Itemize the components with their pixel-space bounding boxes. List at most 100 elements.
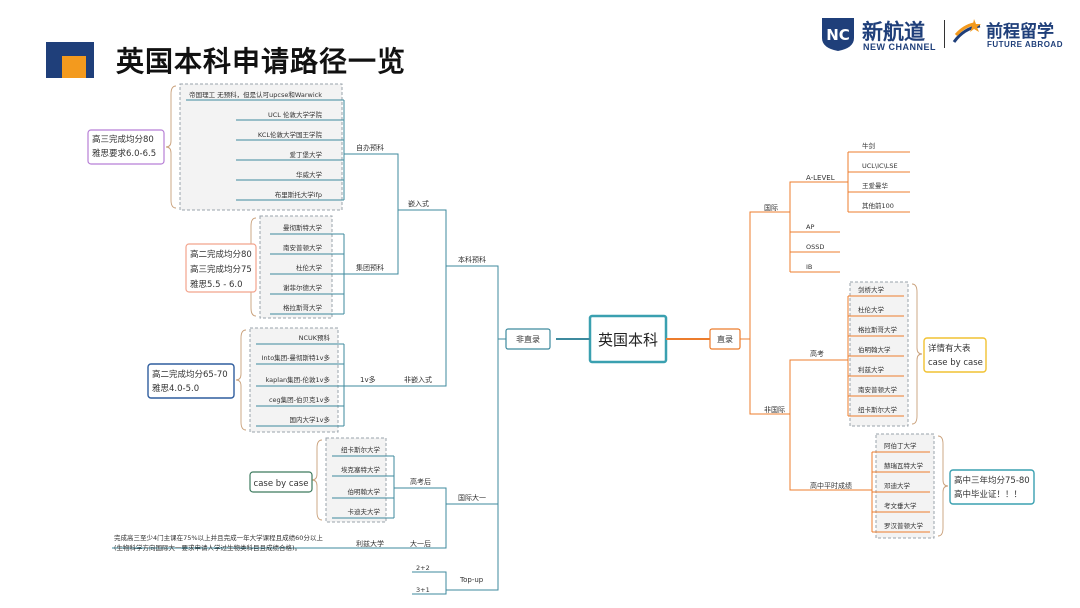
group-note-line: 高二完成均分80 [190, 249, 252, 260]
center-node-label: 英国本科 [598, 331, 658, 349]
other-curriculum-label: AP [806, 223, 814, 231]
group-uni-label: 格拉斯哥大学 [283, 303, 323, 312]
link-after-gaokao [402, 487, 447, 504]
non-intl-label: 非国际 [764, 405, 785, 414]
self-run-uni-label: 爱丁堡大学 [290, 150, 323, 159]
self-run-brace [165, 85, 177, 209]
non-embedded-dashed-box [249, 327, 339, 433]
hs-note-box [949, 469, 1035, 505]
self-run-uni-label: 华威大学 [296, 170, 323, 179]
link-intl-year1 [446, 339, 499, 505]
topup-label: Top-up [459, 576, 484, 584]
link-self-run [350, 153, 399, 210]
logo-divider [944, 20, 945, 48]
non-embedded-uni-label: 国内大学1v多 [290, 415, 331, 424]
link-group [350, 210, 399, 275]
gaokao-right-uni-label: 利兹大学 [858, 365, 885, 374]
hs-note-line: 高中毕业证！！！ [954, 489, 1022, 500]
link-intl [740, 211, 790, 340]
link-topup [446, 339, 499, 591]
self-run-uni-label: UCL 伦敦大学学院 [268, 110, 322, 119]
gaokao-note-text: case by case [254, 479, 309, 489]
alevel-uni-label: 其他前100 [862, 201, 894, 210]
logo-secondary-cn: 前程留学 [986, 22, 1054, 42]
non-embedded-spine [343, 344, 352, 426]
link-3plus1 [412, 590, 447, 595]
gaokao-right-uni-label: 杜伦大学 [858, 305, 885, 314]
hs-grades-label: 高中平时成绩 [810, 481, 852, 490]
gaokao-right-dashed-box [849, 281, 909, 427]
self-run-note-box [87, 129, 165, 165]
foundation-label: 本科预科 [458, 255, 486, 264]
gaokao-right-uni-label: 伯明翰大学 [858, 345, 891, 354]
group-dashed-box [259, 215, 333, 319]
self-run-note-line: 雅思要求6.0-6.5 [92, 148, 156, 159]
shield-logo-icon: NC [822, 18, 854, 51]
year1-note-line: (生物科学方向国际大一要求申请人学过生物类科目且成绩合格)。 [114, 543, 301, 552]
hs-uni-label: 赫瑞瓦特大学 [884, 461, 924, 470]
gaokao-right-uni-label: 南安普顿大学 [858, 385, 898, 394]
link-non-intl [749, 339, 790, 415]
intl-label: 国际 [764, 203, 778, 212]
non-embedded-uni-label: kaplan集团-伦敦1v多 [266, 375, 331, 384]
non-embedded-label: 非嵌入式 [404, 375, 432, 384]
gaokao-right-label: 高考 [810, 349, 824, 358]
alevel-uni-label: 牛剑 [862, 141, 875, 150]
one-v-many-label: 1v多 [360, 375, 376, 384]
title-accent-block-orange [62, 56, 86, 78]
hs-uni-label: 邓迪大学 [884, 481, 911, 490]
gaokao-spine [393, 456, 402, 518]
gaokao-dashed-box [325, 437, 387, 523]
gaokao-uni-label: 卡迪夫大学 [348, 507, 381, 516]
intl-year1-label: 国际大一 [458, 493, 486, 502]
non-embedded-note-line: 高二完成均分65-70 [152, 369, 228, 380]
logo-primary-cn: 新航道 [862, 20, 925, 44]
topup-option-label: 2+2 [416, 564, 430, 572]
logo-primary-en: NEW CHANNEL [863, 42, 936, 52]
link-non-embedded [398, 266, 447, 387]
gaokao-right-note-box [923, 337, 987, 373]
gaokao-right-uni-label: 格拉斯哥大学 [858, 325, 898, 334]
group-label: 集团预科 [356, 263, 384, 272]
year1-note-line: 完成高三至少4门主课在75%以上并且完成一年大学课程且成绩60分以上 [114, 533, 323, 542]
gaokao-right-uni-label: 纽卡斯尔大学 [858, 405, 898, 414]
gaokao-brace [311, 439, 323, 521]
link-foundation [446, 265, 506, 340]
group-uni-label: 杜伦大学 [296, 263, 323, 272]
gaokao-note-box [249, 471, 313, 493]
hs-uni-label: 罗汉普顿大学 [884, 521, 924, 530]
page-title: 英国本科申请路径一览 [116, 45, 407, 78]
self-run-uni-label: KCL伦敦大学国王学院 [258, 130, 323, 139]
alevel-uni-label: 王爱曼华 [862, 181, 889, 190]
link-hs-grades [789, 414, 866, 491]
hs-note-line: 高中三年均分75-80 [954, 475, 1030, 486]
other-curriculum-label: IB [806, 263, 812, 271]
swoosh-star-icon [952, 19, 981, 43]
self-run-note-line: 高三完成均分80 [92, 134, 154, 145]
self-run-dashed-box [179, 83, 343, 211]
self-run-uni-label: 帝国理工 无预科，但是认可upcse和Warwick [189, 90, 322, 99]
group-note-box [185, 243, 257, 293]
gaokao-right-brace [911, 283, 923, 425]
non-embedded-uni-label: ceg集团-伯贝克1v多 [269, 395, 331, 404]
gaokao-right-note-line: 详情有大表 [928, 343, 971, 354]
non-embedded-note-box [147, 363, 235, 399]
group-uni-label: 谢菲尔德大学 [283, 283, 323, 292]
group-uni-label: 曼彻斯特大学 [283, 223, 323, 232]
hs-dashed-box [875, 433, 935, 539]
hs-brace [937, 435, 949, 537]
shield-logo-text: NC [826, 26, 850, 44]
link-gaokao-right [789, 359, 842, 414]
hs-uni-label: 阿伯丁大学 [884, 441, 917, 450]
non-embedded-note-line: 雅思4.0-5.0 [152, 383, 199, 394]
gaokao-right-uni-label: 剑桥大学 [858, 285, 885, 294]
after-gaokao-label: 高考后 [410, 477, 431, 486]
embedded-label: 嵌入式 [408, 199, 429, 208]
liverpool-label: 利兹大学 [356, 539, 384, 548]
hs-uni-label: 考文垂大学 [884, 501, 917, 510]
gaokao-uni-label: 纽卡斯尔大学 [341, 445, 381, 454]
group-note-line: 高三完成均分75 [190, 264, 252, 275]
non-embedded-brace [235, 329, 247, 431]
non-embedded-uni-label: Into集团-曼彻斯特1v多 [262, 353, 331, 362]
